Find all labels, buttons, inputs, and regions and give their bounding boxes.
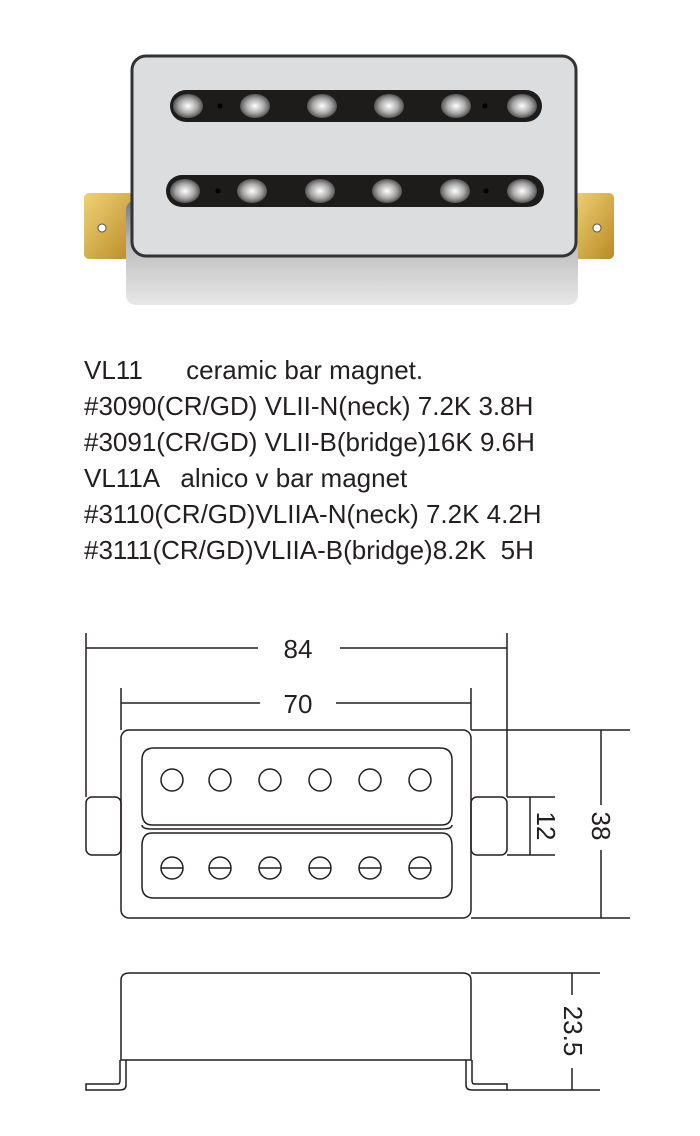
rivet-dot xyxy=(217,103,223,109)
rivet-dot xyxy=(483,188,489,194)
pole-piece xyxy=(305,179,335,203)
dim-cover-width: 38 xyxy=(586,812,616,841)
screw-pole xyxy=(308,856,332,880)
screw-pole xyxy=(160,856,184,880)
drawn-poles xyxy=(160,768,432,880)
screw-hole-icon xyxy=(97,223,107,233)
screw-pole xyxy=(258,856,282,880)
dim-cover-length: 70 xyxy=(284,689,313,719)
spec-line: #3110(CR/GD)VLIIA-N(neck) 7.2K 4.2H xyxy=(84,499,542,529)
pickup-photo xyxy=(84,54,614,305)
dim-tab-width: 12 xyxy=(531,812,561,841)
spec-line: VL11 ceramic bar magnet. xyxy=(84,355,424,385)
screw-pole xyxy=(408,856,432,880)
rivet-dot xyxy=(215,188,221,194)
pole-piece xyxy=(372,179,402,203)
pole-piece xyxy=(237,179,267,203)
rivet-dot xyxy=(482,103,488,109)
pole-piece xyxy=(374,94,404,118)
spec-line: #3111(CR/GD)VLIIA-B(bridge)8.2K 5H xyxy=(84,535,534,565)
pole-circle xyxy=(208,768,232,792)
pole-circle xyxy=(358,768,382,792)
cover-top xyxy=(130,54,578,258)
side-view-outline xyxy=(120,972,472,1061)
screw-pole xyxy=(208,856,232,880)
spec-list: VL11 ceramic bar magnet. #3090(CR/GD) VLI… xyxy=(84,352,542,568)
pole-piece xyxy=(170,179,200,203)
screw-pole xyxy=(358,856,382,880)
spec-line: VL11A alnico v bar magnet xyxy=(84,463,408,493)
pole-piece xyxy=(307,94,337,118)
pole-piece xyxy=(507,94,537,118)
dim-height: 23.5 xyxy=(558,1006,588,1057)
tab-outline-left xyxy=(85,796,122,856)
pole-piece xyxy=(240,94,270,118)
spec-line: #3090(CR/GD) VLII-N(neck) 7.2K 3.8H xyxy=(84,391,534,421)
pole-circle xyxy=(160,768,184,792)
pole-circle xyxy=(408,768,432,792)
pole-piece xyxy=(440,179,470,203)
pole-piece xyxy=(507,179,537,203)
pole-circle xyxy=(258,768,282,792)
top-view-outline xyxy=(120,729,472,919)
pole-pieces xyxy=(170,94,537,203)
mounting-tab-left xyxy=(84,193,134,259)
dim-overall-length: 84 xyxy=(284,634,313,664)
tab-outline-right xyxy=(470,796,508,856)
pole-circle xyxy=(308,768,332,792)
pole-piece xyxy=(173,94,203,118)
pole-piece xyxy=(441,94,471,118)
screw-hole-icon xyxy=(592,223,602,233)
spec-line: #3091(CR/GD) VLII-B(bridge)16K 9.6H xyxy=(84,427,535,457)
